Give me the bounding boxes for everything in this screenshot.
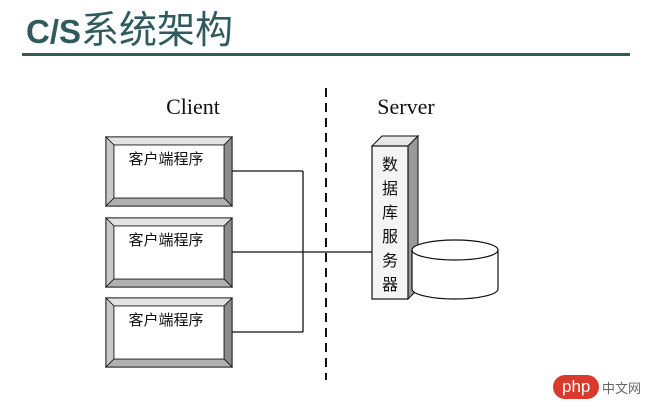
watermark-site: 中文网 xyxy=(601,381,641,397)
db-server-char: 服 xyxy=(382,227,398,246)
title-latin: C/S xyxy=(26,13,82,50)
db-server-char: 器 xyxy=(382,275,398,294)
slide-title: C/S系统架构 xyxy=(26,6,233,56)
client-program-label: 客户端程序 xyxy=(128,231,203,249)
connection-lines xyxy=(232,170,372,333)
client-label: Client xyxy=(166,94,220,119)
title-chinese: 系统架构 xyxy=(81,8,234,52)
database-server-column: 数 据 库 服 务 器 xyxy=(370,134,420,301)
db-server-char: 数 xyxy=(382,155,398,174)
client-program-label: 客户端程序 xyxy=(128,150,203,168)
client-program-label: 客户端程序 xyxy=(128,311,203,329)
db-server-char: 库 xyxy=(382,203,398,222)
client-program-box: 客户端程序 xyxy=(105,217,233,288)
site-watermark: php 中文网 xyxy=(553,373,641,401)
client-program-box: 客户端程序 xyxy=(105,136,233,207)
client-program-box: 客户端程序 xyxy=(105,297,233,368)
database-cylinder-icon xyxy=(411,239,499,300)
title-underline xyxy=(22,53,630,56)
db-server-char: 务 xyxy=(382,251,398,270)
server-label: Server xyxy=(377,94,435,119)
watermark-badge: php xyxy=(553,375,600,399)
db-server-char: 据 xyxy=(382,179,398,198)
